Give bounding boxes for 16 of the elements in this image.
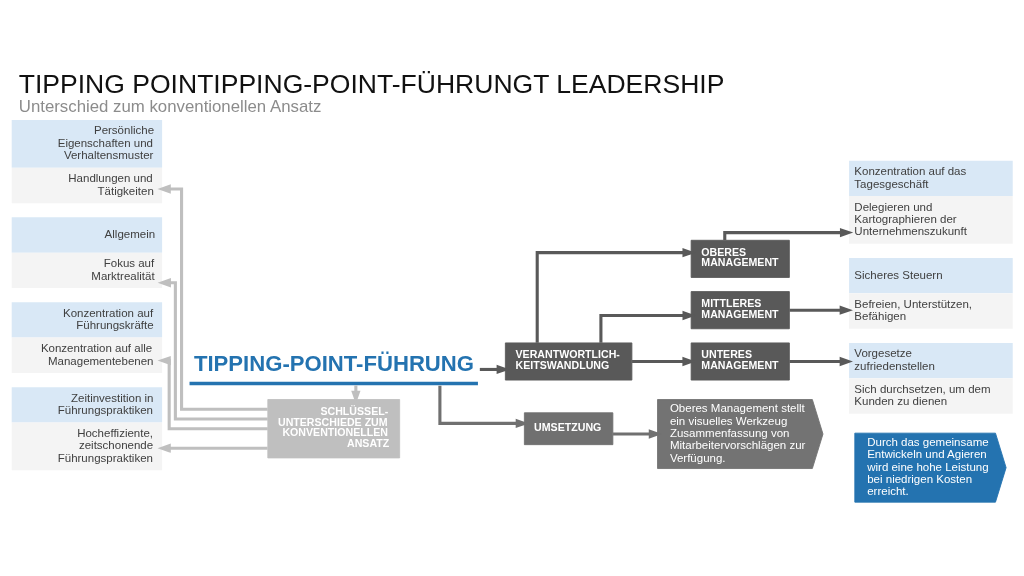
node-box: MITTLERES MANAGEMENT	[690, 290, 790, 329]
node-box: VERANTWORTLICH- KEITSWANDLUNG	[504, 341, 633, 380]
arrow	[789, 356, 853, 366]
node-text: TIPPING-POINT-FÜHRUNG	[193, 350, 475, 376]
arrow	[723, 227, 854, 240]
node-box: SCHLÜSSEL- UNTERSCHIEDE ZUM KONVENTIONELLEN ANSATZ	[267, 398, 401, 458]
arrow	[157, 443, 268, 453]
arrow	[789, 305, 853, 315]
node-box: UMSETZUNG	[523, 411, 614, 445]
node-box: OBERES MANAGEMENT	[690, 239, 790, 278]
diagram-title: TIPPING POINTIPPING-POINT-FÜHRUNGT LEADERSHIP	[18, 68, 725, 99]
arrow	[157, 183, 268, 411]
node-box: UNTERES MANAGEMENT	[690, 341, 790, 380]
arrow	[157, 277, 268, 421]
arrow	[157, 355, 268, 430]
caption: Unterschied zum konventionellen Ansatz	[18, 96, 322, 116]
